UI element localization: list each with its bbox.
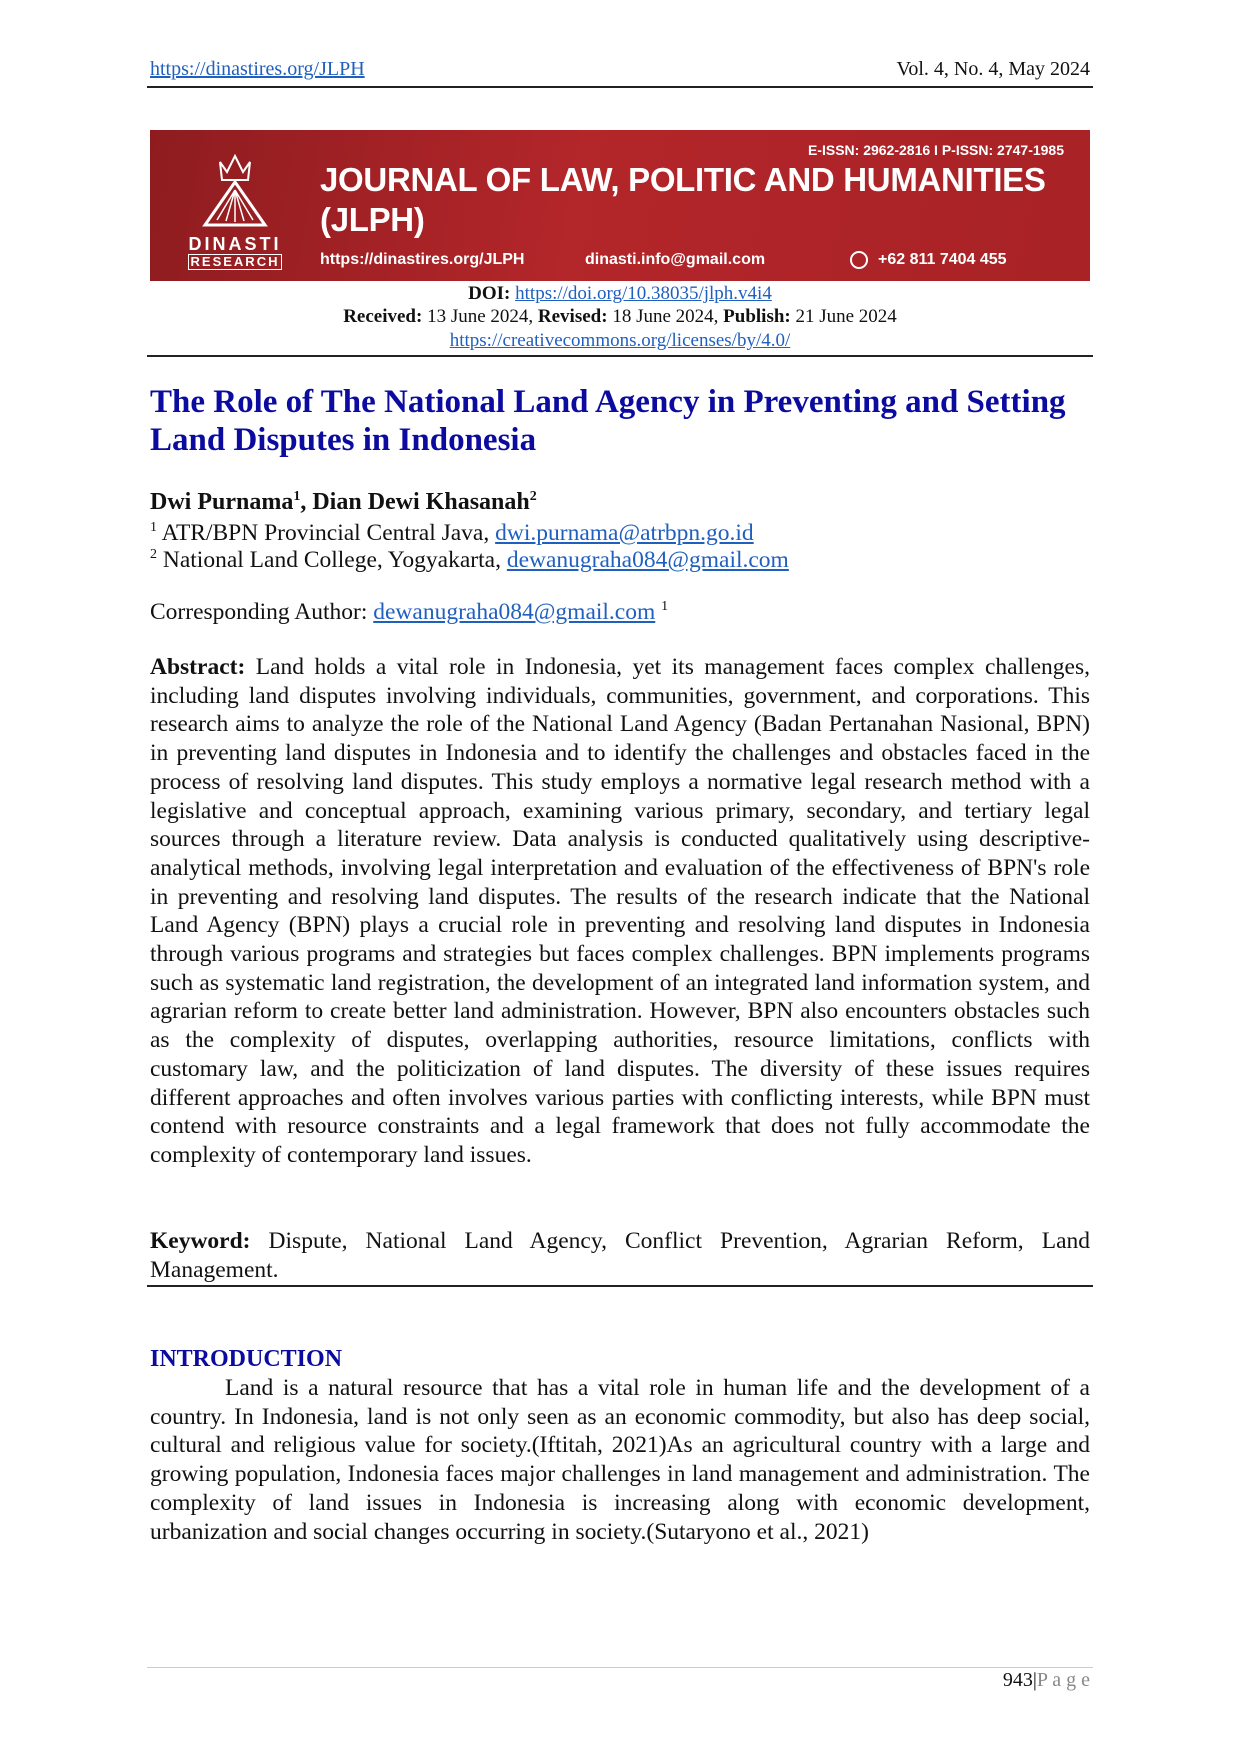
crown-book-icon <box>202 153 268 227</box>
page-number: 943 <box>1002 1669 1033 1691</box>
aff-2-text: National Land College, Yogyakarta, <box>157 547 507 573</box>
journal-banner: DINASTI RESEARCH E-ISSN: 2962-2816 I P-I… <box>150 130 1090 281</box>
received-label: Received: <box>343 306 423 327</box>
aff-1-email-link[interactable]: dwi.purnama@atrbpn.go.id <box>495 520 754 546</box>
author-2-sup: 2 <box>529 489 537 504</box>
doi-label: DOI: <box>468 283 511 304</box>
page-footer: 943|P a g e <box>1003 1669 1090 1692</box>
abstract-label: Abstract: <box>150 654 246 680</box>
volume-info: Vol. 4, No. 4, May 2024 <box>896 58 1090 80</box>
keyword-label: Keyword: <box>150 1228 251 1254</box>
abstract-text: Land holds a vital role in Indonesia, ye… <box>150 654 1090 1168</box>
affiliation-1: 1 ATR/BPN Provincial Central Java, dwi.p… <box>150 519 1090 548</box>
author-1-sup: 1 <box>293 489 301 504</box>
received-date: 13 June 2024, <box>422 306 538 327</box>
introduction-heading: INTRODUCTION <box>150 1346 343 1372</box>
banner-url: https://dinastires.org/JLPH <box>320 251 525 268</box>
doi-link[interactable]: https://doi.org/10.38035/jlph.v4i4 <box>515 283 772 304</box>
journal-title-line-1: JOURNAL OF LAW, POLITIC AND HUMANITIES <box>320 161 1046 198</box>
dates-line: Received: 13 June 2024, Revised: 18 June… <box>150 306 1090 328</box>
corr-email-link[interactable]: dewanugraha084@gmail.com <box>373 599 656 625</box>
logo-text-research: RESEARCH <box>187 254 283 270</box>
journal-url-link[interactable]: https://dinastires.org/JLPH <box>150 58 365 80</box>
doi-line: DOI: https://doi.org/10.38035/jlph.v4i4 <box>150 283 1090 305</box>
banner-phone: +62 811 7404 455 <box>878 251 1007 268</box>
affiliation-2: 2 National Land College, Yogyakarta, dew… <box>150 546 1090 575</box>
corresponding-author: Corresponding Author: dewanugraha084@gma… <box>150 598 1090 627</box>
aff-1-num: 1 <box>150 520 157 536</box>
author-2: Dian Dewi Khasanah <box>312 489 530 515</box>
banner-contacts: https://dinastires.org/JLPH dinasti.info… <box>320 251 1007 269</box>
revised-date: 18 June 2024, <box>607 306 724 327</box>
meta-rule <box>147 355 1093 357</box>
logo-text-dinasti: DINASTI <box>188 234 282 254</box>
page-separator: | <box>1032 1669 1037 1691</box>
aff-2-email-link[interactable]: dewanugraha084@gmail.com <box>506 547 789 573</box>
revised-label: Revised: <box>537 306 608 327</box>
publish-date: 21 June 2024 <box>790 306 897 327</box>
journal-title-line-2: (JLPH) <box>320 201 425 238</box>
page-label: P a g e <box>1036 1669 1090 1691</box>
abstract: Abstract: Land holds a vital role in Ind… <box>150 653 1090 1170</box>
license-line: https://creativecommons.org/licenses/by/… <box>150 330 1090 352</box>
whatsapp-icon <box>850 251 868 269</box>
corr-label: Corresponding Author: <box>150 599 374 625</box>
article-title: The Role of The National Land Agency in … <box>150 384 1066 458</box>
banner-email: dinasti.info@gmail.com <box>585 251 766 268</box>
dinasti-logo: DINASTI RESEARCH <box>180 150 290 271</box>
keyword-text: Dispute, National Land Agency, Conflict … <box>150 1228 1090 1283</box>
publish-label: Publish: <box>723 306 791 327</box>
corr-sup: 1 <box>661 599 669 615</box>
introduction-text: Land is a natural resource that has a vi… <box>150 1375 1090 1545</box>
running-header: https://dinastires.org/JLPH Vol. 4, No. … <box>150 58 1090 81</box>
abstract-rule <box>147 1285 1093 1287</box>
aff-2-num: 2 <box>150 547 157 563</box>
header-rule <box>147 86 1093 88</box>
journal-title: JOURNAL OF LAW, POLITIC AND HUMANITIES (… <box>320 160 1046 240</box>
issn: E-ISSN: 2962-2816 I P-ISSN: 2747-1985 <box>807 142 1064 158</box>
author-separator: , <box>300 489 313 515</box>
author-1: Dwi Purnama <box>150 489 294 515</box>
footer-rule <box>147 1667 1093 1668</box>
aff-1-text: ATR/BPN Provincial Central Java, <box>157 520 496 546</box>
keywords: Keyword: Dispute, National Land Agency, … <box>150 1227 1090 1284</box>
author-names: Dwi Purnama1, Dian Dewi Khasanah2 <box>150 488 1090 517</box>
license-link[interactable]: https://creativecommons.org/licenses/by/… <box>449 330 791 351</box>
